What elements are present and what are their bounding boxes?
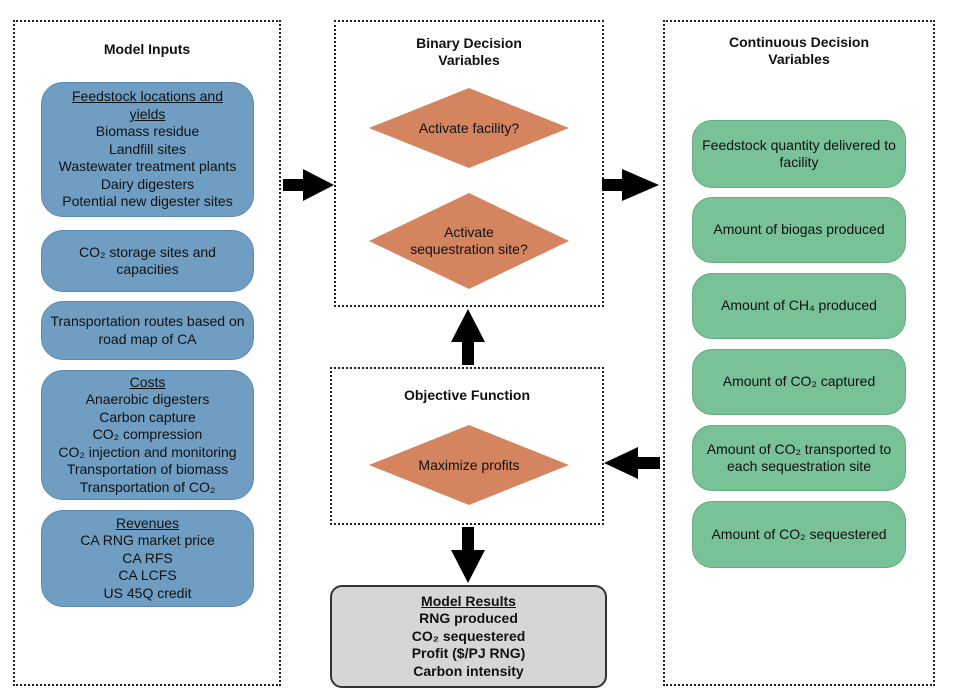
feedstock-heading-line2: yields [129, 105, 166, 122]
costs-heading: Costs [129, 373, 166, 390]
continuous-decision-title-line1: Continuous Decision [729, 34, 869, 50]
storage-box: CO₂ storage sites and capacities [41, 230, 254, 292]
diamond-shape [369, 425, 569, 505]
activate-sequestration-line2: sequestration site? [410, 241, 528, 257]
result-item: Carbon intensity [413, 662, 524, 679]
result-item: RNG produced [419, 610, 518, 627]
activate-sequestration-line1: Activate [444, 224, 494, 240]
model-inputs-title: Model Inputs [103, 41, 191, 57]
diamond-shape [369, 193, 569, 289]
revenue-item: CA LCFS [118, 567, 177, 584]
cost-item: CO₂ compression [92, 426, 203, 443]
continuous-variable-box: Amount of biogas produced [692, 197, 906, 263]
transport-line1: Transportation routes based on [50, 313, 245, 329]
arrow-up-icon [451, 309, 485, 365]
costs-box: Costs Anaerobic digesters Carbon capture… [41, 370, 254, 500]
cost-item: Transportation of biomass [66, 461, 229, 478]
model-results-box: Model Results RNG produced CO₂ sequester… [330, 585, 607, 688]
arrow-right-icon [602, 169, 659, 201]
continuous-variable-line1: Amount of CO₂ captured [722, 373, 876, 390]
objective-function-title: Objective Function [403, 387, 530, 403]
revenue-item: US 45Q credit [103, 584, 192, 601]
continuous-variable-box: Feedstock quantity delivered to facility [692, 120, 906, 188]
continuous-variable-line1: Feedstock quantity delivered to [702, 136, 896, 153]
feedstock-box: Feedstock locations and yields Biomass r… [41, 82, 254, 217]
continuous-variable-line1: Amount of CO₂ sequestered [711, 525, 887, 542]
transport-routes-box: Transportation routes based on road map … [41, 301, 254, 360]
feedstock-item: Potential new digester sites [62, 193, 233, 210]
results-heading: Model Results [421, 592, 516, 609]
continuous-variable-line2: facility [779, 154, 819, 170]
cost-item: Anaerobic digesters [85, 391, 210, 408]
storage-line1: CO₂ storage sites and [79, 243, 216, 260]
storage-line2: capacities [116, 261, 179, 277]
continuous-variable-box: Amount of CH₄ produced [692, 273, 906, 339]
feedstock-item: Landfill sites [108, 140, 187, 157]
cost-item: CO₂ injection and monitoring [58, 443, 237, 460]
continuous-variable-line1: Amount of CH₄ produced [721, 297, 877, 314]
continuous-variable-line1: Amount of biogas produced [713, 221, 885, 238]
result-item: Profit ($/PJ RNG) [411, 645, 526, 662]
transport-line2: road map of CA [98, 330, 197, 347]
continuous-variable-line1: Amount of CO₂ transported to [706, 440, 892, 457]
continuous-decision-title-line2: Variables [768, 51, 830, 67]
result-item: CO₂ sequestered [411, 627, 526, 644]
continuous-variable-box: Amount of CO₂ captured [692, 349, 906, 415]
binary-decision-title-line1: Binary Decision [416, 35, 522, 51]
revenues-box: Revenues CA RNG market price CA RFS CA L… [41, 510, 254, 607]
continuous-variable-box: Amount of CO₂ transported to each seques… [692, 425, 906, 491]
continuous-variable-box: Amount of CO₂ sequestered [692, 501, 906, 568]
arrow-right-icon [283, 169, 334, 201]
feedstock-item: Biomass residue [95, 123, 200, 140]
feedstock-item: Wastewater treatment plants [58, 158, 237, 175]
maximize-profits-diamond: Maximize profits [369, 425, 569, 505]
continuous-variable-line2: each sequestration site [727, 458, 871, 474]
activate-facility-label: Activate facility? [418, 119, 520, 136]
cost-item: Transportation of CO₂ [79, 478, 216, 495]
binary-decision-title-line2: Variables [438, 52, 500, 68]
revenues-heading: Revenues [115, 514, 180, 531]
revenue-item: CA RNG market price [80, 532, 215, 549]
arrow-left-icon [604, 447, 660, 479]
activate-sequestration-diamond: Activate sequestration site? [369, 193, 569, 289]
revenue-item: CA RFS [122, 549, 173, 566]
binary-decision-title: Binary Decision Variables [336, 35, 602, 69]
continuous-decision-title: Continuous Decision Variables [665, 34, 933, 68]
diamond-shape [369, 88, 569, 168]
arrow-down-icon [451, 527, 485, 583]
feedstock-item: Dairy digesters [100, 175, 195, 192]
maximize-profits-label: Maximize profits [418, 456, 520, 473]
cost-item: Carbon capture [99, 408, 196, 425]
feedstock-heading-line1: Feedstock locations and [72, 88, 223, 105]
activate-facility-diamond: Activate facility? [369, 88, 569, 168]
